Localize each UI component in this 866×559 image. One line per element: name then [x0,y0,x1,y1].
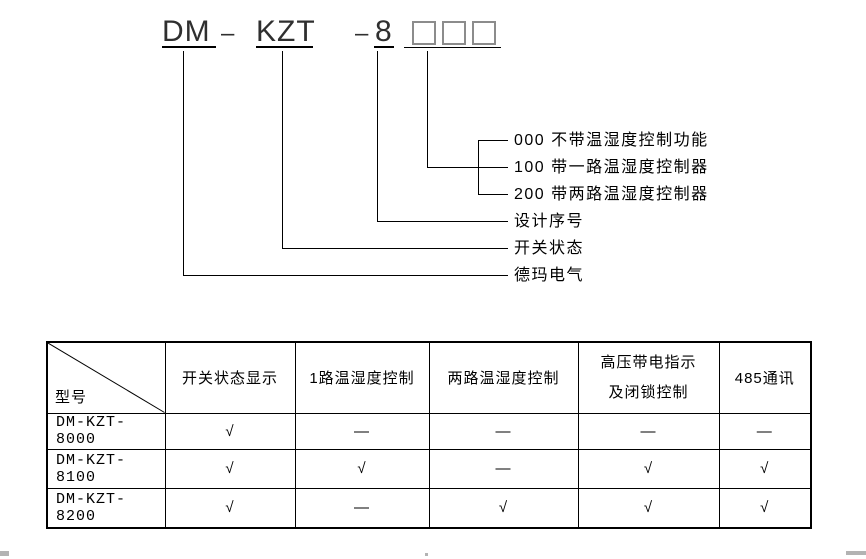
code-series: 8 [375,15,393,48]
code-dash-1: – [221,20,235,47]
connector-options-vertical [427,51,428,167]
connector-option-200-horizontal [478,194,508,195]
code-box-3 [472,21,496,45]
underline-series [374,46,394,48]
callout-design-serial: 设计序号 [514,213,585,230]
code-box-1 [412,21,436,45]
underline-middle [256,46,313,48]
cell-mark: √ [164,448,296,489]
cell-mark: — [718,412,812,450]
cell-mark: √ [294,448,430,489]
cell-mark: √ [577,448,720,489]
code-middle: KZT [256,15,316,48]
cell-mark: — [577,412,720,450]
connector-brand-horizontal [183,275,508,276]
header-hv-indication-interlock: 高压带电指示 及闭锁控制 [577,341,720,414]
callout-option-200: 200 带两路温湿度控制器 [514,186,709,203]
header-switch-display: 开关状态显示 [164,341,296,414]
connector-option-000-horizontal [478,140,508,141]
page-edge-artifact-right [846,551,866,555]
table-row-8200: DM-KZT-8200 √ — √ √ √ [46,487,812,529]
underline-boxes [404,47,501,48]
feature-comparison-table: 型号 开关状态显示 1路温湿度控制 两路温湿度控制 高压带电指示 及闭锁控制 4… [46,341,812,529]
page-edge-artifact-center [425,553,428,556]
connector-design-vertical [377,51,378,221]
page-edge-artifact-left [0,551,9,556]
connector-options-horizontal [427,167,508,168]
table-row-8100: DM-KZT-8100 √ √ — √ √ [46,448,812,489]
cell-mark: — [294,412,430,450]
connector-switch-horizontal [282,248,508,249]
cell-mark: — [294,487,430,529]
model-name: DM-KZT-8200 [46,487,166,529]
code-box-2 [442,21,466,45]
table-corner-cell: 型号 [46,341,166,414]
cell-mark: √ [577,487,720,529]
cell-mark: √ [718,487,812,529]
cell-mark: √ [428,487,579,529]
model-name: DM-KZT-8100 [46,448,166,489]
connector-switch-vertical [282,51,283,248]
callout-option-100: 100 带一路温湿度控制器 [514,159,709,176]
header-2ch-temp-humidity: 两路温湿度控制 [428,341,579,414]
code-dash-2: – [355,20,369,47]
cell-mark: √ [164,412,296,450]
connector-brand-vertical [183,51,184,275]
header-485-comm: 485通讯 [718,341,812,414]
corner-label: 型号 [55,388,88,406]
cell-mark: √ [164,487,296,529]
header-hv-line2: 及闭锁控制 [608,383,689,401]
header-1ch-temp-humidity: 1路温湿度控制 [294,341,430,414]
header-hv-line1: 高压带电指示 [600,353,697,371]
code-prefix: DM [162,15,211,48]
model-code-diagram: DM – KZT – 8 000 不带温湿度控制功能 100 带一路温湿度控制器… [162,15,709,284]
underline-prefix [162,46,216,48]
callout-option-000: 000 不带温湿度控制功能 [514,132,709,149]
corner-diagonal-line [48,343,165,413]
table-header-row: 型号 开关状态显示 1路温湿度控制 两路温湿度控制 高压带电指示 及闭锁控制 4… [46,341,812,414]
connector-options-branch-vertical [478,140,479,195]
connector-design-horizontal [377,221,508,222]
callout-brand: 德玛电气 [514,267,585,284]
model-name: DM-KZT-8000 [46,412,166,450]
cell-mark: — [428,412,579,450]
cell-mark: — [428,448,579,489]
code-option-boxes [412,21,502,50]
cell-mark: √ [718,448,812,489]
table-row-8000: DM-KZT-8000 √ — — — — [46,412,812,450]
callout-switch-state: 开关状态 [514,240,585,257]
